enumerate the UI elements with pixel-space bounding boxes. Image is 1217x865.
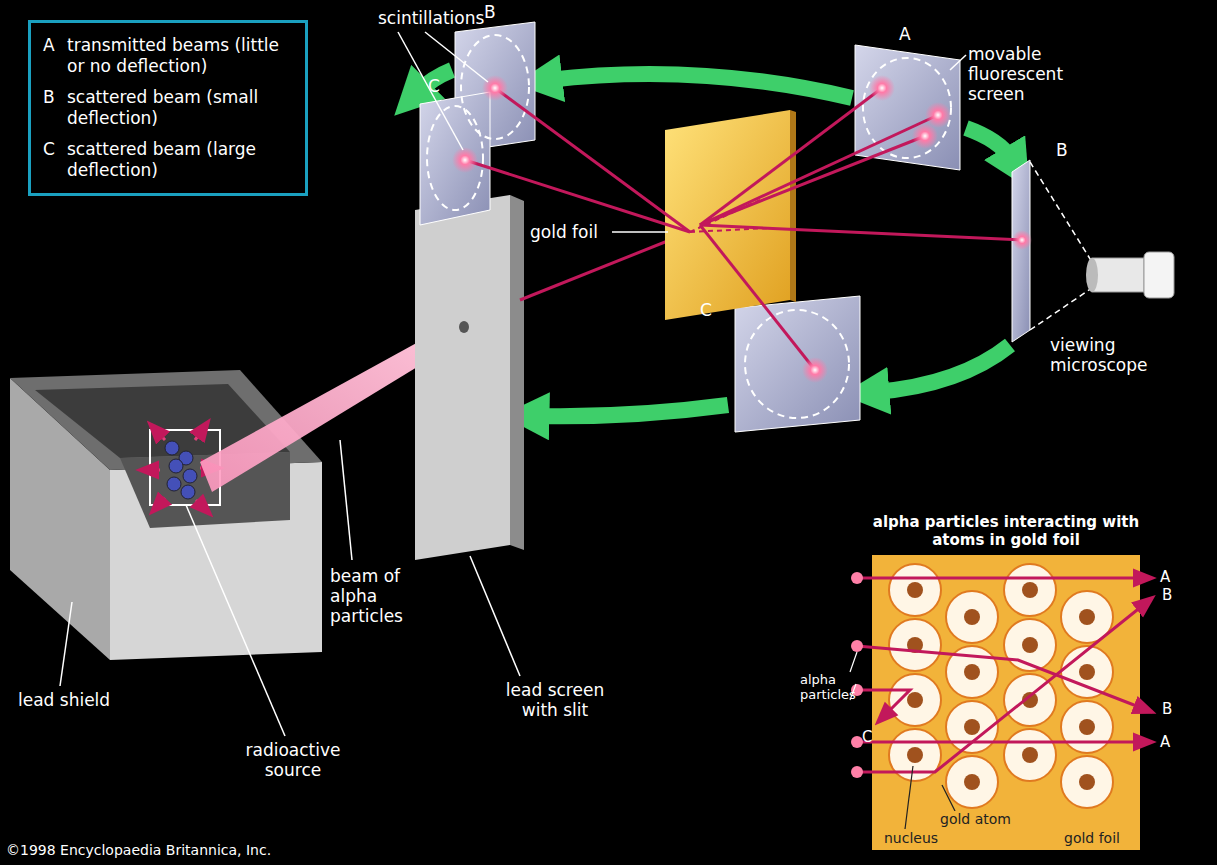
part-label: lead shield [18, 690, 110, 710]
beam-letter: B [1162, 700, 1172, 718]
screen-letter: A [899, 24, 911, 44]
screen-letter: C [428, 76, 440, 96]
legend-text: scattered beam (large deflection) [67, 139, 293, 181]
part-label: gold foil [1062, 830, 1122, 846]
part-label: gold foil [530, 222, 598, 242]
legend-text: transmitted beams (little or no deflecti… [67, 35, 293, 77]
screen-letter: B [484, 2, 496, 22]
part-label: lead screen with slit [490, 680, 620, 720]
beam-letter: A [1160, 733, 1170, 751]
legend-letter: B [43, 87, 67, 129]
gold-foil-inset: alpha particles interacting with atoms i… [872, 555, 1140, 850]
legend-box: Atransmitted beams (little or no deflect… [28, 20, 308, 196]
part-label: viewing microscope [1050, 335, 1180, 375]
legend-letter: C [43, 139, 67, 181]
screen-letter: B [1056, 140, 1068, 160]
legend-letter: A [43, 35, 67, 77]
beam-letter: A [1160, 568, 1170, 586]
part-label: gold atom [938, 811, 1013, 827]
part-label: movable fluorescent screen [968, 44, 1093, 104]
part-label: beam of alpha particles [330, 566, 440, 626]
legend-text: scattered beam (small deflection) [67, 87, 293, 129]
beam-letter: C [862, 728, 872, 746]
part-label: alpha particles [800, 672, 852, 702]
inset-heading: alpha particles interacting with atoms i… [852, 513, 1160, 549]
beam-letter: B [1162, 586, 1172, 604]
part-label: radioactive source [228, 740, 358, 780]
screen-letter: C [700, 300, 712, 320]
part-label: scintillations [378, 8, 484, 28]
copyright: ©1998 Encyclopaedia Britannica, Inc. [6, 842, 271, 859]
part-label: nucleus [882, 830, 940, 846]
